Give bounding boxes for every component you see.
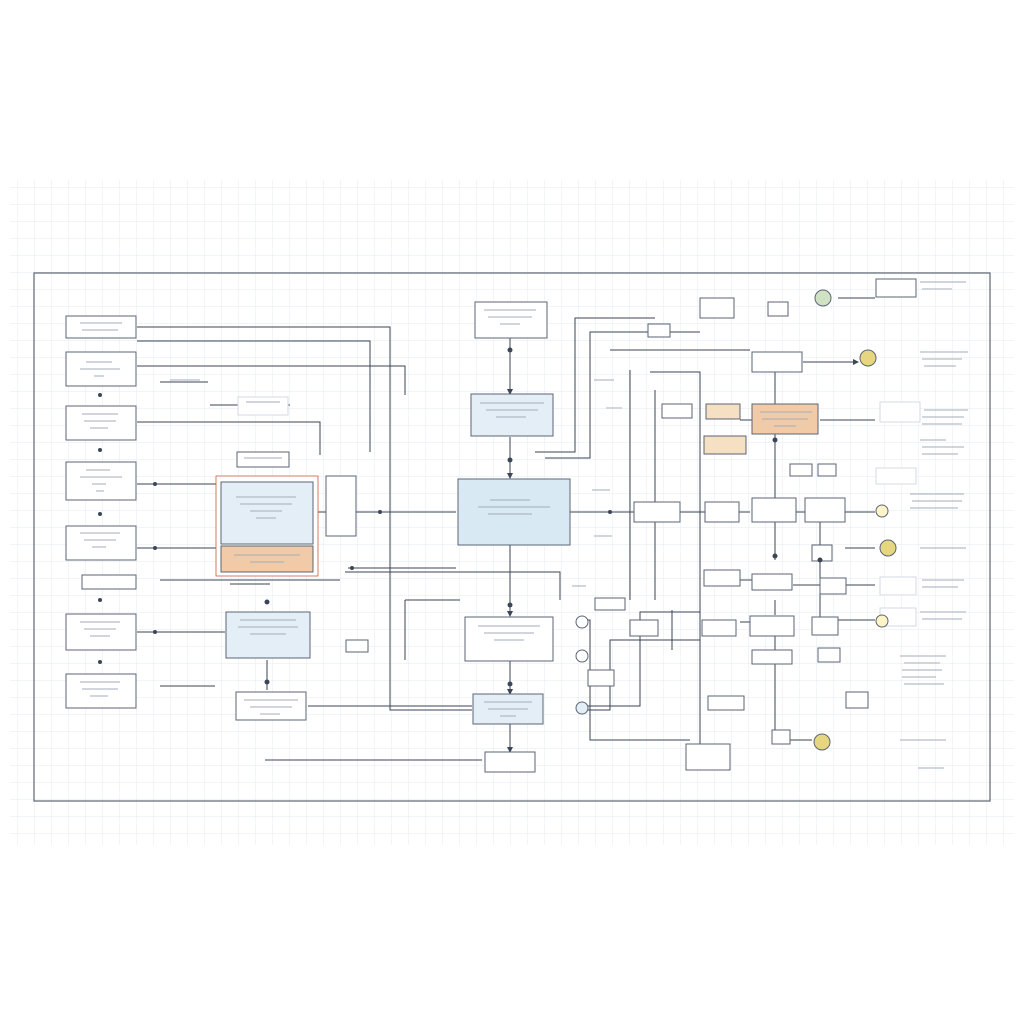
block-left-8 [65,673,137,709]
block-right-h [633,501,681,523]
diagram-blocks [65,278,921,773]
block-left-bottom [235,691,307,721]
block-left-lower [225,611,311,659]
block-left-6 [81,574,137,590]
block-right-f [789,463,813,477]
block-right-j [751,497,797,523]
block-far-right-4 [879,576,917,596]
block-center-top [474,301,548,339]
label-small-3 [345,639,369,653]
block-right-s [749,615,795,637]
block-right-orange-1 [705,403,741,420]
block-right-aa [771,729,791,745]
block-right-p [594,597,626,611]
module-left-center-top [220,481,314,545]
junction-dots [98,347,823,687]
block-right-x [685,743,731,771]
node-circle-3 [875,504,889,518]
block-right-w [707,695,745,711]
block-right-v [817,647,841,663]
block-right-t [811,616,839,636]
block-right-q [629,619,659,637]
label-small-1 [237,396,289,416]
block-left-1 [65,315,137,339]
block-right-i [704,501,740,523]
block-left-7 [65,613,137,651]
block-center-main [457,478,571,546]
block-right-g [817,463,837,477]
block-right-o [819,577,847,595]
block-right-n [751,573,793,591]
block-left-3 [65,405,137,441]
node-circle-4 [879,539,897,557]
block-far-right-1 [875,278,917,298]
block-right-orange-2 [703,435,747,455]
block-right-a [699,297,735,319]
node-circle-2 [859,349,877,367]
block-right-k [804,497,846,523]
node-circle-8 [575,649,589,663]
block-right-b [647,323,671,338]
block-right-c [767,301,789,317]
block-left-5 [65,525,137,561]
node-circle-7 [575,615,589,629]
block-side-narrow [325,475,357,537]
block-right-u [751,649,793,665]
node-circle-9 [575,701,589,715]
block-right-e [661,403,693,419]
block-far-right-3 [875,467,917,485]
label-small-2 [236,451,290,468]
block-far-right-2 [879,401,921,423]
block-right-m [703,569,741,587]
block-center-4 [464,616,554,662]
illegible-labels [80,281,968,769]
block-right-d [751,351,803,373]
node-circle-5 [875,614,889,628]
node-circle-1 [814,289,832,307]
diagram-frame [33,272,991,802]
block-left-4 [65,461,137,501]
block-center-2 [470,393,554,437]
block-right-r [701,619,737,637]
diagram-nodes [575,289,897,751]
node-circle-6 [813,733,831,751]
module-left-center-bottom [220,545,314,573]
block-right-y [587,669,615,687]
block-right-z [845,691,869,709]
block-center-bottom [484,751,536,773]
